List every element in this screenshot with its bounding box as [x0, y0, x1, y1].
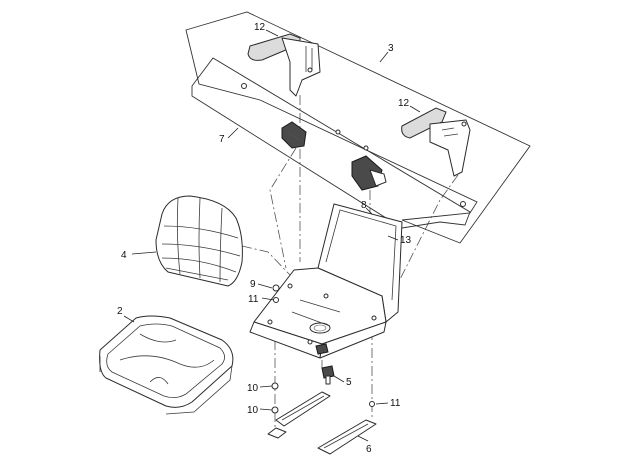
callout-6: 6 — [366, 444, 372, 455]
armrest-right — [401, 107, 471, 207]
armrest-left — [241, 33, 321, 97]
callout-5: 5 — [346, 377, 352, 388]
callout-2: 2 — [117, 306, 123, 317]
seat-frame — [249, 203, 403, 359]
callout-13: 13 — [400, 235, 412, 246]
callout-4: 4 — [121, 250, 127, 261]
backrest-cushion — [155, 195, 243, 287]
assembly-frame-7 — [191, 57, 471, 229]
callout-10-lower: 10 — [247, 405, 259, 416]
belt-buckle-upper — [281, 121, 341, 149]
leader-lines — [123, 29, 421, 442]
callout-7: 7 — [219, 134, 225, 145]
callout-9: 9 — [250, 279, 256, 290]
assembly-frame-3 — [185, 11, 531, 244]
seat-cushion — [99, 315, 234, 415]
callouts: 12 3 12 7 8 13 4 9 11 2 5 10 10 11 6 — [117, 22, 412, 455]
callout-11-upper: 11 — [248, 294, 259, 305]
callout-3: 3 — [388, 43, 394, 54]
belt-buckle-lower — [351, 145, 387, 191]
callout-11-lower: 11 — [390, 398, 401, 409]
callout-12-right: 12 — [398, 98, 410, 109]
callout-8: 8 — [361, 200, 367, 211]
knob — [321, 365, 335, 385]
callout-12-left: 12 — [254, 22, 266, 33]
slide-rail-lower — [317, 419, 377, 455]
callout-10-upper: 10 — [247, 383, 259, 394]
slide-rail-upper — [267, 391, 331, 439]
